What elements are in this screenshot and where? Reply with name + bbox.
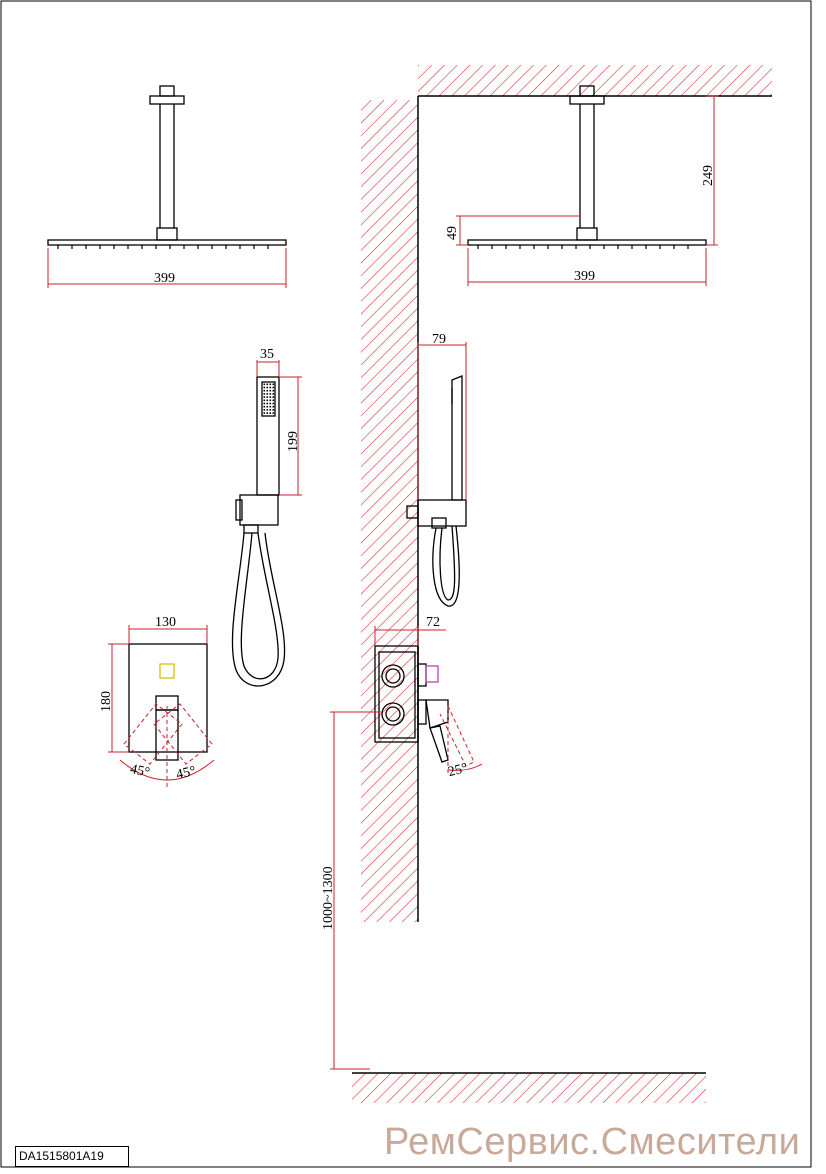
lever-tilt-indicator (439, 705, 483, 776)
page-border (0, 0, 812, 1168)
dim-label-lever-tilt: 25° (447, 761, 470, 780)
spray-hole (266, 405, 269, 408)
spray-hole (269, 412, 272, 414)
spray-hole (272, 409, 275, 411)
lever-swing-indicator (119, 703, 215, 790)
spray-hole (266, 412, 269, 414)
spray-hole (272, 405, 275, 408)
dim-label-handset-length: 199 (286, 431, 301, 452)
spray-hole (272, 393, 275, 395)
side-shower-head (467, 85, 707, 246)
spray-hole (269, 396, 272, 398)
spray-hole (269, 389, 272, 392)
spray-hole (266, 393, 269, 395)
spray-hole (263, 386, 266, 389)
wall-hatch (361, 96, 419, 922)
front-hand-shower (231, 376, 286, 687)
spray-hole (269, 405, 272, 408)
spray-hole (266, 402, 269, 405)
dim-label-valve-projection: 72 (426, 615, 440, 630)
dim-label-lever-angle-right: 45° (175, 764, 197, 783)
dim-label-handset-width: 35 (260, 347, 274, 362)
ceiling-hatch (418, 65, 772, 97)
spray-hole (272, 383, 275, 386)
spray-hole (269, 409, 272, 411)
dim-label-handset-projection: 79 (432, 332, 446, 347)
spray-hole (272, 402, 275, 405)
dim-label-lever-angle-left: 45° (129, 762, 151, 781)
spray-hole (263, 399, 266, 402)
spray-hole (266, 389, 269, 392)
spray-hole (266, 383, 269, 386)
spray-hole (263, 412, 266, 414)
dim-valve-projection (374, 626, 446, 646)
dim-handset-length (279, 376, 302, 496)
floor-hatch (352, 1072, 706, 1103)
dim-plate-width (128, 625, 208, 644)
spray-hole (263, 405, 266, 408)
spray-hole (269, 402, 272, 405)
dim-mount-height (330, 711, 382, 1070)
side-head-nozzles (477, 245, 689, 249)
spray-hole (269, 383, 272, 386)
handset-spray-grid (263, 383, 275, 414)
spray-hole (272, 412, 275, 414)
spray-hole (263, 389, 266, 392)
spray-hole (272, 389, 275, 392)
front-head-nozzles (57, 245, 269, 249)
dim-head-thickness (456, 215, 580, 246)
dim-handset-width (256, 360, 280, 377)
spray-hole (266, 399, 269, 402)
spray-hole (263, 393, 266, 395)
side-hand-shower (406, 375, 467, 607)
spray-hole (272, 386, 275, 389)
spray-hole (266, 409, 269, 411)
dim-handset-projection (417, 342, 467, 500)
dim-arm-drop (706, 95, 718, 246)
spray-hole (263, 383, 266, 386)
model-code: DA1515801A19 (19, 1149, 104, 1163)
model-code-box: DA1515801A19 (15, 1146, 129, 1167)
dim-label-head-width-front: 399 (154, 271, 175, 286)
dim-label-arm-drop: 249 (701, 165, 716, 186)
spray-hole (263, 402, 266, 405)
dim-head-width-front (47, 248, 287, 288)
spray-hole (272, 399, 275, 402)
spray-hole (269, 393, 272, 395)
spray-hole (263, 396, 266, 398)
spray-hole (269, 399, 272, 402)
spray-hole (269, 386, 272, 389)
dim-label-mount-height: 1000~1300 (321, 866, 336, 930)
dim-label-head-width-side: 399 (574, 269, 595, 284)
spray-hole (266, 386, 269, 389)
front-shower-head (47, 85, 287, 246)
dim-label-plate-width: 130 (155, 615, 176, 630)
watermark-text: РемСервис.Смесители (384, 1121, 801, 1163)
spray-hole (263, 409, 266, 411)
dim-label-plate-height: 180 (99, 691, 114, 712)
dim-label-head-thickness: 49 (445, 226, 460, 240)
dim-plate-height (108, 643, 129, 753)
front-trim-plate (128, 643, 208, 761)
spray-hole (272, 396, 275, 398)
spray-hole (266, 396, 269, 398)
dim-head-width-side (467, 248, 707, 286)
